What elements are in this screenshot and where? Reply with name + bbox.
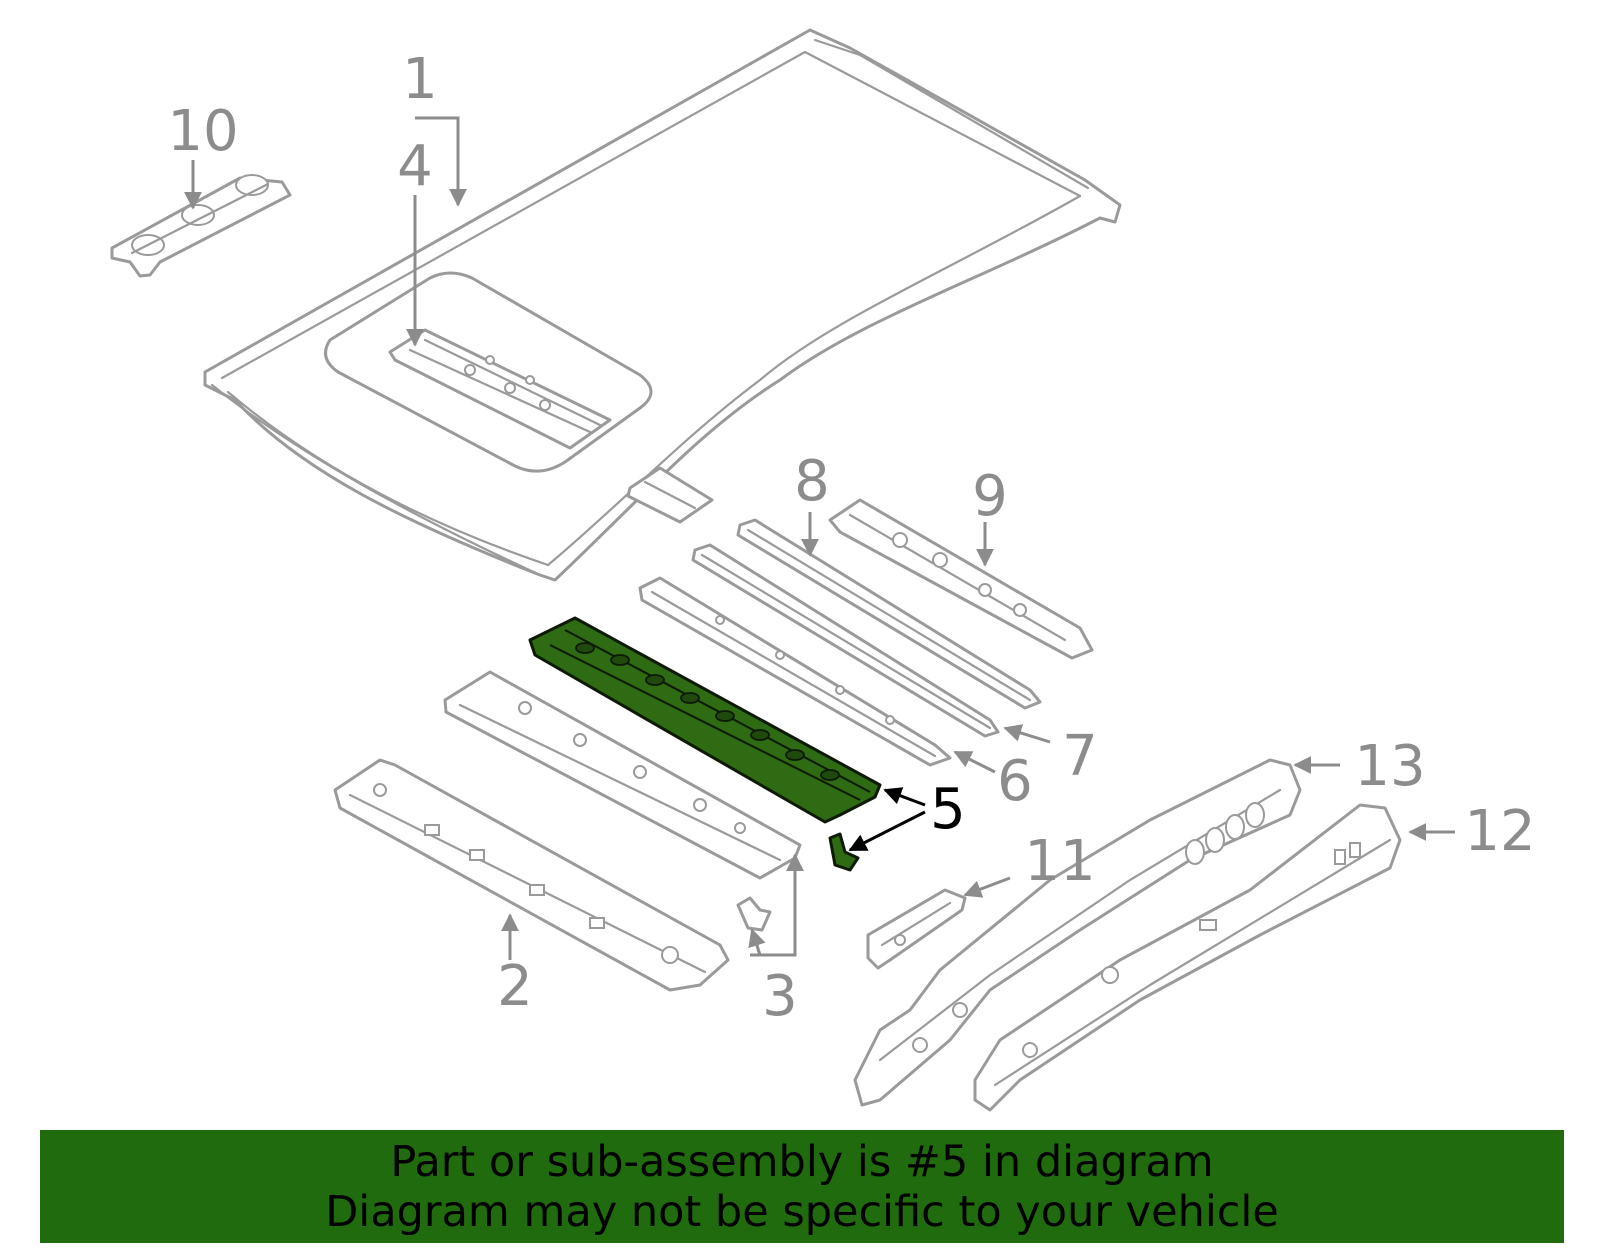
callout-1: 1	[402, 47, 438, 112]
roof-bow-rear	[736, 518, 1042, 710]
roof-bow-middle	[691, 543, 1000, 738]
callout-2: 2	[497, 954, 533, 1019]
leader-lines	[184, 116, 1455, 960]
inner-side-rail	[853, 758, 1302, 1107]
callout-13: 13	[1354, 734, 1425, 799]
callout-3: 3	[762, 964, 798, 1029]
windshield-frame	[333, 758, 730, 992]
highlighted-roof-bow	[528, 616, 882, 824]
callout-12: 12	[1464, 799, 1535, 864]
callout-7: 7	[1062, 724, 1098, 789]
callout-9: 9	[972, 464, 1008, 529]
roof-bow-front	[638, 576, 952, 767]
info-banner: Part or sub-assembly is #5 in diagram Di…	[40, 1130, 1564, 1243]
outer-side-rail	[973, 803, 1402, 1112]
callout-6: 6	[997, 749, 1033, 814]
header-rail-clip	[736, 896, 772, 932]
rear-crossmember	[828, 498, 1094, 660]
callout-4: 4	[397, 134, 433, 199]
side-rail-bracket	[866, 888, 967, 970]
callout-5: 5	[930, 777, 966, 842]
callout-8: 8	[794, 449, 830, 514]
callout-11: 11	[1024, 829, 1095, 894]
roof-clip-bracket	[626, 466, 714, 524]
highlighted-bow-clip	[828, 832, 860, 872]
banner-line-part: Part or sub-assembly is #5 in diagram	[390, 1136, 1214, 1187]
banner-line-disclaimer: Diagram may not be specific to your vehi…	[325, 1186, 1279, 1237]
callout-labels: 1 4 10 8 9 7 6 5 11 13 12 2 3	[167, 47, 1535, 1029]
callout-10: 10	[167, 99, 238, 164]
header-bracket	[110, 174, 292, 278]
